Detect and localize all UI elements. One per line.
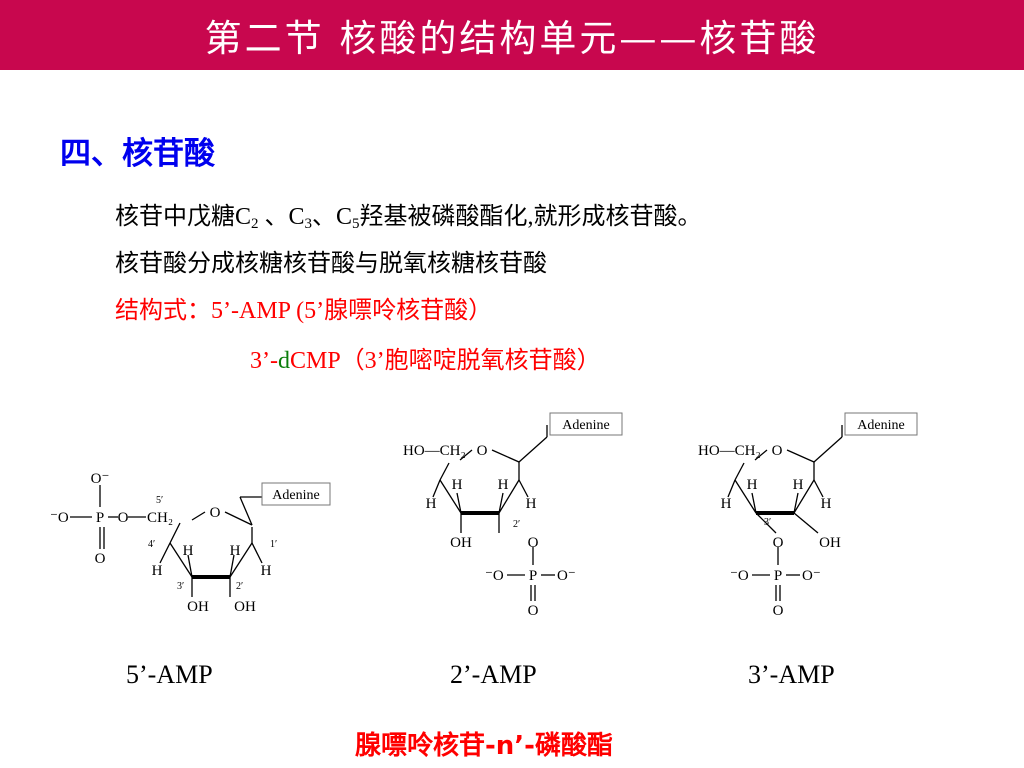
s3-o-link: O: [773, 535, 784, 551]
base-label-adenine: Adenine: [272, 488, 319, 503]
s1-label-3: 3′: [177, 581, 184, 592]
s2-label-2: 2′: [513, 519, 520, 530]
s2-h-3: H: [452, 477, 463, 493]
s2-oh-3: OH: [450, 535, 472, 551]
line1-pre: 核苷中戊糖C: [115, 204, 252, 230]
s1-h-2: H: [230, 543, 241, 559]
s2-h-2: H: [498, 477, 509, 493]
s2-hoch2: HO—CH₂: [403, 443, 466, 459]
dcmp-d-letter: d: [277, 348, 290, 374]
s1-phosphate-p: P: [96, 510, 104, 526]
caption-3-amp: 3’-AMP: [748, 660, 835, 689]
s3-o-minus-left: ⁻O: [730, 568, 749, 584]
dcmp-line: 3’-dCMP（3’胞嘧啶脱氧核苷酸）: [250, 340, 601, 375]
s3-h-1: H: [821, 496, 832, 512]
structure-5-amp: Adenine O⁻ ⁻O P O O CH₂ O 5′ 4′ 3′ 2′ 1′…: [40, 465, 340, 625]
body-line-2: 核苷酸分成核糖核苷酸与脱氧核糖核苷酸: [115, 251, 547, 277]
line1-post: 羟基被磷酸酯化,就形成核苷酸。: [359, 204, 702, 230]
s3-p: P: [774, 568, 782, 584]
s1-label-1: 1′: [270, 539, 277, 550]
line1-mid1: 、C: [258, 204, 305, 230]
s2-h-4: H: [426, 496, 437, 512]
body-line-1: 核苷中戊糖C2 、C3、C5羟基被磷酸酯化,就形成核苷酸。: [115, 196, 702, 233]
s1-ring-o: O: [210, 505, 221, 521]
s1-h-4: H: [152, 563, 163, 579]
s1-label-5: 5′: [156, 495, 163, 506]
s1-ch2: CH₂: [147, 510, 173, 526]
s3-o-bottom: O: [773, 603, 784, 619]
s1-phosphate-o: O: [118, 510, 129, 526]
s1-phosphate-bottom: O: [95, 551, 106, 567]
caption-2-amp: 2’-AMP: [450, 660, 537, 689]
s3-oh-2: OH: [819, 535, 841, 551]
s3-ring-o: O: [772, 443, 783, 459]
s1-oh-2: OH: [234, 599, 256, 615]
s3-label-3: 3′: [764, 517, 771, 528]
s2-o-bottom: O: [528, 603, 539, 619]
base-label-adenine: Adenine: [857, 418, 904, 433]
s3-h-2: H: [793, 477, 804, 493]
s1-label-2: 2′: [236, 581, 243, 592]
s3-o-minus-right: O⁻: [802, 568, 821, 584]
line1-mid2: 、C: [312, 204, 353, 230]
s1-label-4: 4′: [148, 539, 155, 550]
structure-formula-line: 结构式：5’-AMP (5’腺嘌呤核苷酸）: [115, 298, 493, 324]
line1-sub3: 5: [352, 216, 360, 232]
caption-5-amp: 5’-AMP: [126, 660, 213, 689]
s1-phosphate-top: O⁻: [91, 471, 110, 487]
dcmp-post: CMP（3’胞嘧啶脱氧核苷酸）: [289, 348, 601, 374]
s1-phosphate-left: ⁻O: [50, 510, 69, 526]
dcmp-pre: 3’-: [250, 348, 278, 374]
structure-2-amp: Adenine HO—CH₂ O H H H H OH 2′ O P ⁻O O⁻…: [395, 405, 635, 620]
s1-h-1: H: [261, 563, 272, 579]
s2-ring-o: O: [477, 443, 488, 459]
s3-hoch2: HO—CH₂: [698, 443, 761, 459]
s2-p: P: [529, 568, 537, 584]
title-bar: 第二节 核酸的结构单元——核苷酸: [0, 0, 1024, 70]
slide-title: 第二节 核酸的结构单元——核苷酸: [204, 17, 820, 60]
s1-oh-3: OH: [187, 599, 209, 615]
footer-label: 腺嘌呤核苷-n’-磷酸酯: [355, 731, 613, 761]
line1-sub1: 2: [251, 216, 259, 232]
s2-o-link: O: [528, 535, 539, 551]
s2-o-minus-right: O⁻: [557, 568, 576, 584]
s3-h-3: H: [747, 477, 758, 493]
s3-h-4: H: [721, 496, 732, 512]
structure-3-amp: Adenine HO—CH₂ O H H H H 3′ O OH P ⁻O O⁻…: [690, 405, 930, 620]
base-label-adenine: Adenine: [562, 418, 609, 433]
s2-h-1: H: [526, 496, 537, 512]
section-heading: 四、核苷酸: [60, 136, 215, 172]
s2-o-minus-left: ⁻O: [485, 568, 504, 584]
s1-h-3: H: [183, 543, 194, 559]
line1-sub2: 3: [304, 216, 313, 232]
